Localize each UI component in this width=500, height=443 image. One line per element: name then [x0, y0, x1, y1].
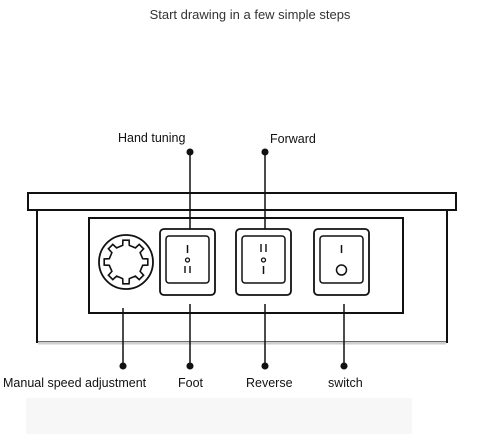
page-title: Start drawing in a few simple steps: [149, 7, 351, 22]
leader-hand-tuning: [186, 148, 194, 229]
direction-switch[interactable]: [235, 228, 292, 296]
leader-forward: [261, 148, 269, 229]
label-manual-speed: Manual speed adjustment: [3, 376, 147, 390]
label-reverse: Reverse: [246, 376, 293, 390]
leader-foot: [186, 304, 194, 370]
leader-reverse: [261, 304, 269, 370]
power-switch[interactable]: [313, 228, 370, 296]
hand-foot-switch[interactable]: [159, 228, 216, 296]
label-hand-tuning: Hand tuning: [118, 131, 186, 145]
label-foot: Foot: [178, 376, 204, 390]
leader-manual-speed: [119, 308, 127, 370]
leader-switch: [340, 304, 348, 370]
background-band: [26, 398, 412, 434]
label-forward: Forward: [270, 132, 316, 146]
speed-knob[interactable]: [98, 234, 154, 290]
box-lid: [27, 192, 457, 211]
label-switch: switch: [328, 376, 363, 390]
